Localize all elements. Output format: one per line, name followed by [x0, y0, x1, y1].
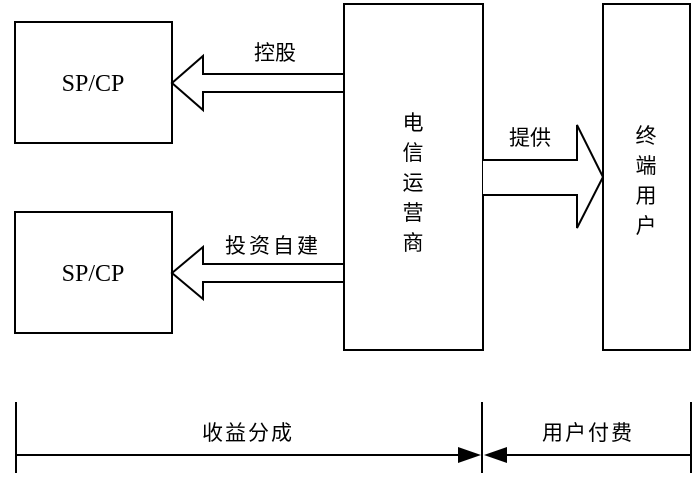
end-user-char: 端	[636, 154, 657, 178]
operator-char: 商	[403, 231, 424, 255]
sp-cp-top-label: SP/CP	[62, 71, 125, 97]
end-user-box	[602, 3, 691, 351]
end-user-char: 用	[636, 184, 657, 208]
self-build-arrow-group: 投资自建	[170, 234, 344, 302]
operator-char: 运	[403, 171, 424, 195]
operator-char: 信	[403, 141, 424, 165]
holding-arrow-group: 控股	[170, 41, 344, 113]
holding-label: 控股	[254, 41, 296, 65]
end-user-char: 终	[636, 124, 657, 148]
revenue-share-label: 收益分成	[202, 421, 294, 445]
self-build-label: 投资自建	[225, 234, 321, 258]
provide-arrow-group: 提供	[483, 124, 605, 229]
operator-box	[343, 3, 484, 351]
operator-node: 电 信 运 营 商	[343, 3, 484, 351]
provide-label: 提供	[509, 126, 551, 150]
revenue-scale: 收益分成 用户付费	[15, 402, 692, 473]
sp-cp-bottom-node: SP/CP	[14, 211, 173, 334]
sp-cp-bottom-label: SP/CP	[62, 261, 125, 287]
holding-arrow	[170, 53, 344, 113]
end-user-char: 户	[636, 214, 657, 238]
end-user-node: 终 端 用 户	[602, 3, 691, 351]
sp-cp-bottom-box	[14, 211, 173, 334]
operator-char: 营	[403, 201, 424, 225]
self-build-arrow	[170, 244, 344, 302]
revenue-share-arrowhead	[458, 447, 481, 463]
operator-char: 电	[403, 111, 424, 135]
sp-cp-top-node: SP/CP	[14, 21, 173, 144]
user-payment-label: 用户付费	[542, 421, 634, 445]
sp-cp-top-box	[14, 21, 173, 144]
user-payment-arrowhead	[484, 447, 507, 463]
